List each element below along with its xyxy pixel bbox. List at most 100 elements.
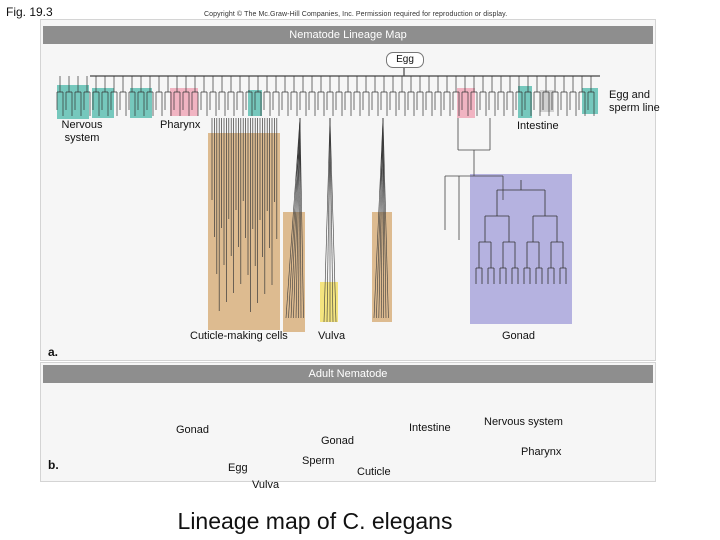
label-nervous-system-b: Nervous system [484,416,563,428]
lineage-trunk [90,67,600,77]
tissue-region-10 [283,212,305,332]
gonad-branch [484,206,510,232]
sublineage-top [389,76,397,116]
sublineage-top [227,76,235,116]
part-b-letter: b. [48,458,59,472]
sublineage-top [119,76,127,116]
figure-number: Fig. 19.3 [6,5,53,19]
gonad-branch [496,180,546,206]
hyp-lineage-line [290,117,301,319]
sublineage-top [515,76,523,116]
sublineage-top [92,76,100,116]
seam-lineage-line [382,117,387,319]
figure-caption: Lineage map of C. elegans [177,508,453,534]
sublineage-top [263,76,271,116]
label-vulva: Vulva [318,330,346,342]
gonad-branch [526,232,540,258]
label-nervous-system: Nervous system [61,119,103,144]
gonad-branch [532,206,558,232]
vulva-lineage-line [326,117,331,323]
sublineage-top [353,76,361,116]
sublineage-top [461,76,469,116]
gonad-branch [547,258,555,284]
copyright-notice: Copyright © The Mc.Graw-Hill Companies, … [204,11,508,18]
sublineage-top [308,76,316,116]
vulva-lineage-line [323,117,331,323]
hyp-lineage-line [299,117,304,319]
sublineage-top [218,76,226,116]
sublineage-top [551,76,559,116]
sublineage-top [335,76,343,116]
gonad-branch [475,258,483,284]
gonad-branch [502,232,516,258]
sublineage-top [506,76,514,116]
lineage-map-title: Nematode Lineage Map [43,26,653,44]
label-gonad-mid: Gonad [321,435,355,447]
sublineage-top [254,76,262,116]
seam-lineage-line [382,117,389,319]
label-pharynx: Pharynx [160,119,201,131]
sublineage-top [371,76,379,116]
label-gonad-left: Gonad [176,424,210,436]
sublineage-top [155,76,163,116]
tissue-region-7 [540,90,554,112]
hyp-lineage-line [299,117,302,319]
label-egg-sperm-line: Egg and sperm line [609,89,660,114]
label-vulva-b: Vulva [252,479,280,491]
adult-nematode-panel: Adult Nematode [40,362,656,482]
adult-nematode-title: Adult Nematode [43,365,653,383]
hyp-lineage-line [285,117,301,319]
sublineage-top [65,76,73,116]
sublineage-top [164,76,172,116]
tissue-region-1 [92,88,114,118]
gonad-branch [499,258,507,284]
lineage-tree [56,67,600,332]
sublineage-top [569,76,577,116]
sublineage-top [182,76,190,116]
sublineage-top [587,76,595,116]
sublineage-top [326,76,334,116]
sublineage-top [425,76,433,116]
sublineage-top [74,76,82,116]
sublineage-top [470,76,478,116]
egg-root-node: Egg [386,52,424,68]
sublineage-top [317,76,325,116]
label-intestine: Intestine [517,120,559,132]
sublineage-top [488,76,496,116]
label-egg: Egg [228,462,248,474]
sublineage-top [533,76,541,116]
label-cuticle-cells: Cuticle-making cells [190,330,288,342]
sublineage-top [83,76,91,116]
label-sperm: Sperm [302,455,335,467]
tissue-region-9 [208,133,280,330]
sublineage-top [578,76,586,116]
sublineage-top [299,76,307,116]
gonad-branch [523,258,531,284]
gonad-branch [550,232,564,258]
seam-lineage-line [378,117,384,319]
sublineage-top [272,76,280,116]
sublineage-top [407,76,415,116]
sublineage-top [479,76,487,116]
sublineage-top [200,76,208,116]
hyp-lineage-line [293,117,301,319]
seam-lineage-line [382,117,384,319]
tissue-region-13 [470,174,572,324]
tissue-region-3 [170,88,198,116]
gonad-branch [559,258,567,284]
gonad-branch [487,258,495,284]
part-a-letter: a. [48,345,59,359]
tissue-region-5 [457,88,475,118]
sublineage-top [497,76,505,116]
sublineage-top [137,76,145,116]
gonad-branch [535,258,543,284]
sublineage-top [281,76,289,116]
gonad-branch [511,258,519,284]
sublineage-top [101,76,109,116]
vulva-lineage-line [329,117,334,323]
sublineage-top [173,76,181,116]
sublineage-top [524,76,532,116]
sublineage-top [380,76,388,116]
gonad-branch [478,232,492,258]
